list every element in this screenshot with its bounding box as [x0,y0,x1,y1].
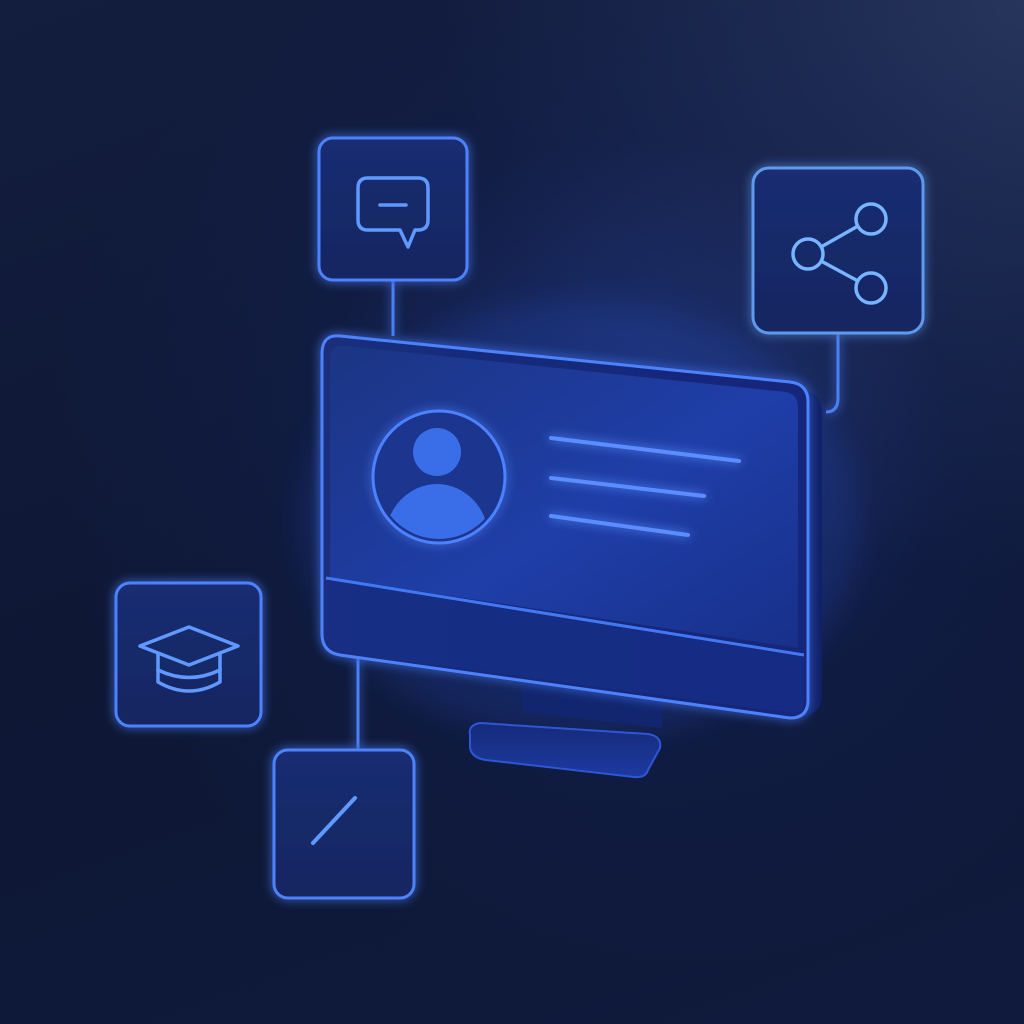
text-line-1 [549,436,741,463]
edit-card [272,748,416,900]
stand-base [468,721,662,779]
share-icon [791,202,888,305]
share-card [751,166,925,335]
chat-bubble-icon [356,176,430,249]
user-avatar-icon [371,409,507,545]
profile-text-lines [549,436,741,537]
chat-card-frame [317,136,469,282]
share-card-frame [751,166,925,335]
graduation-cap-icon [138,625,240,693]
monitor-chin [326,580,804,714]
avatar-body [385,484,489,539]
avatar-head [413,428,461,476]
text-line-2 [549,476,706,498]
education-card [114,581,263,728]
text-line-3 [549,514,690,537]
chat-card [317,136,469,282]
pen-icon [311,796,357,845]
education-card-frame [114,581,263,728]
edit-card-frame [272,748,416,900]
connector-lines [356,280,840,752]
monitor-chin-divider [325,576,805,657]
connector-share [825,334,840,414]
